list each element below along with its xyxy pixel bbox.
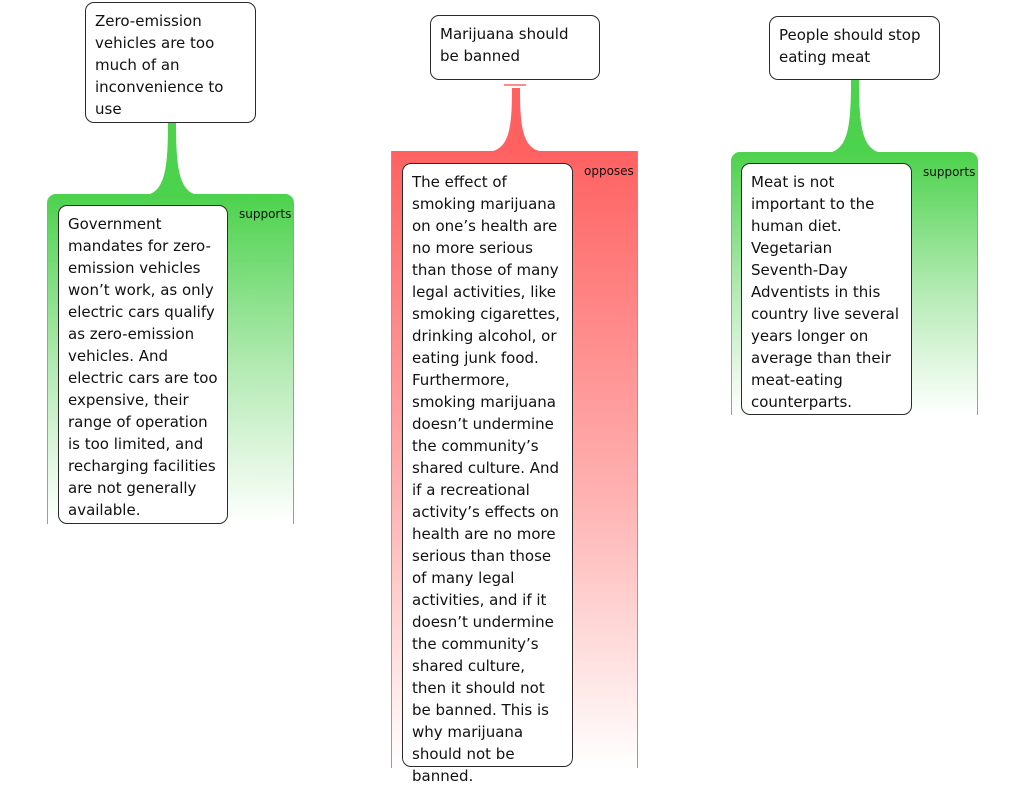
reason-box-1[interactable]: Government mandates for zero-emission ve… — [58, 205, 228, 524]
relation-label-2: opposes — [584, 164, 634, 178]
oppose-connector-2 — [493, 84, 539, 153]
claim-box-3[interactable]: People should stop eating meat — [769, 16, 940, 80]
claim-text-1: Zero-emission vehicles are too much of a… — [95, 12, 224, 118]
reason-text-3: Meat is not important to the human diet.… — [751, 173, 900, 411]
claim-text-2: Marijuana should be banned — [440, 25, 569, 65]
argument-map: Zero-emission vehicles are too much of a… — [47, 2, 978, 785]
claim-box-1[interactable]: Zero-emission vehicles are too much of a… — [85, 2, 256, 123]
claim-box-2[interactable]: Marijuana should be banned — [430, 15, 600, 80]
claim-text-3: People should stop eating meat — [779, 26, 921, 66]
reason-box-3[interactable]: Meat is not important to the human diet.… — [741, 163, 912, 415]
relation-label-1: supports — [239, 207, 292, 221]
reason-box-2[interactable]: The effect of smoking marijuana on one’s… — [402, 163, 573, 785]
support-connector-1 — [150, 122, 194, 196]
relation-label-3: supports — [923, 165, 976, 179]
reason-text-2: The effect of smoking marijuana on one’s… — [412, 173, 561, 785]
support-connector-3 — [832, 79, 878, 154]
reason-text-1: Government mandates for zero-emission ve… — [68, 215, 218, 519]
